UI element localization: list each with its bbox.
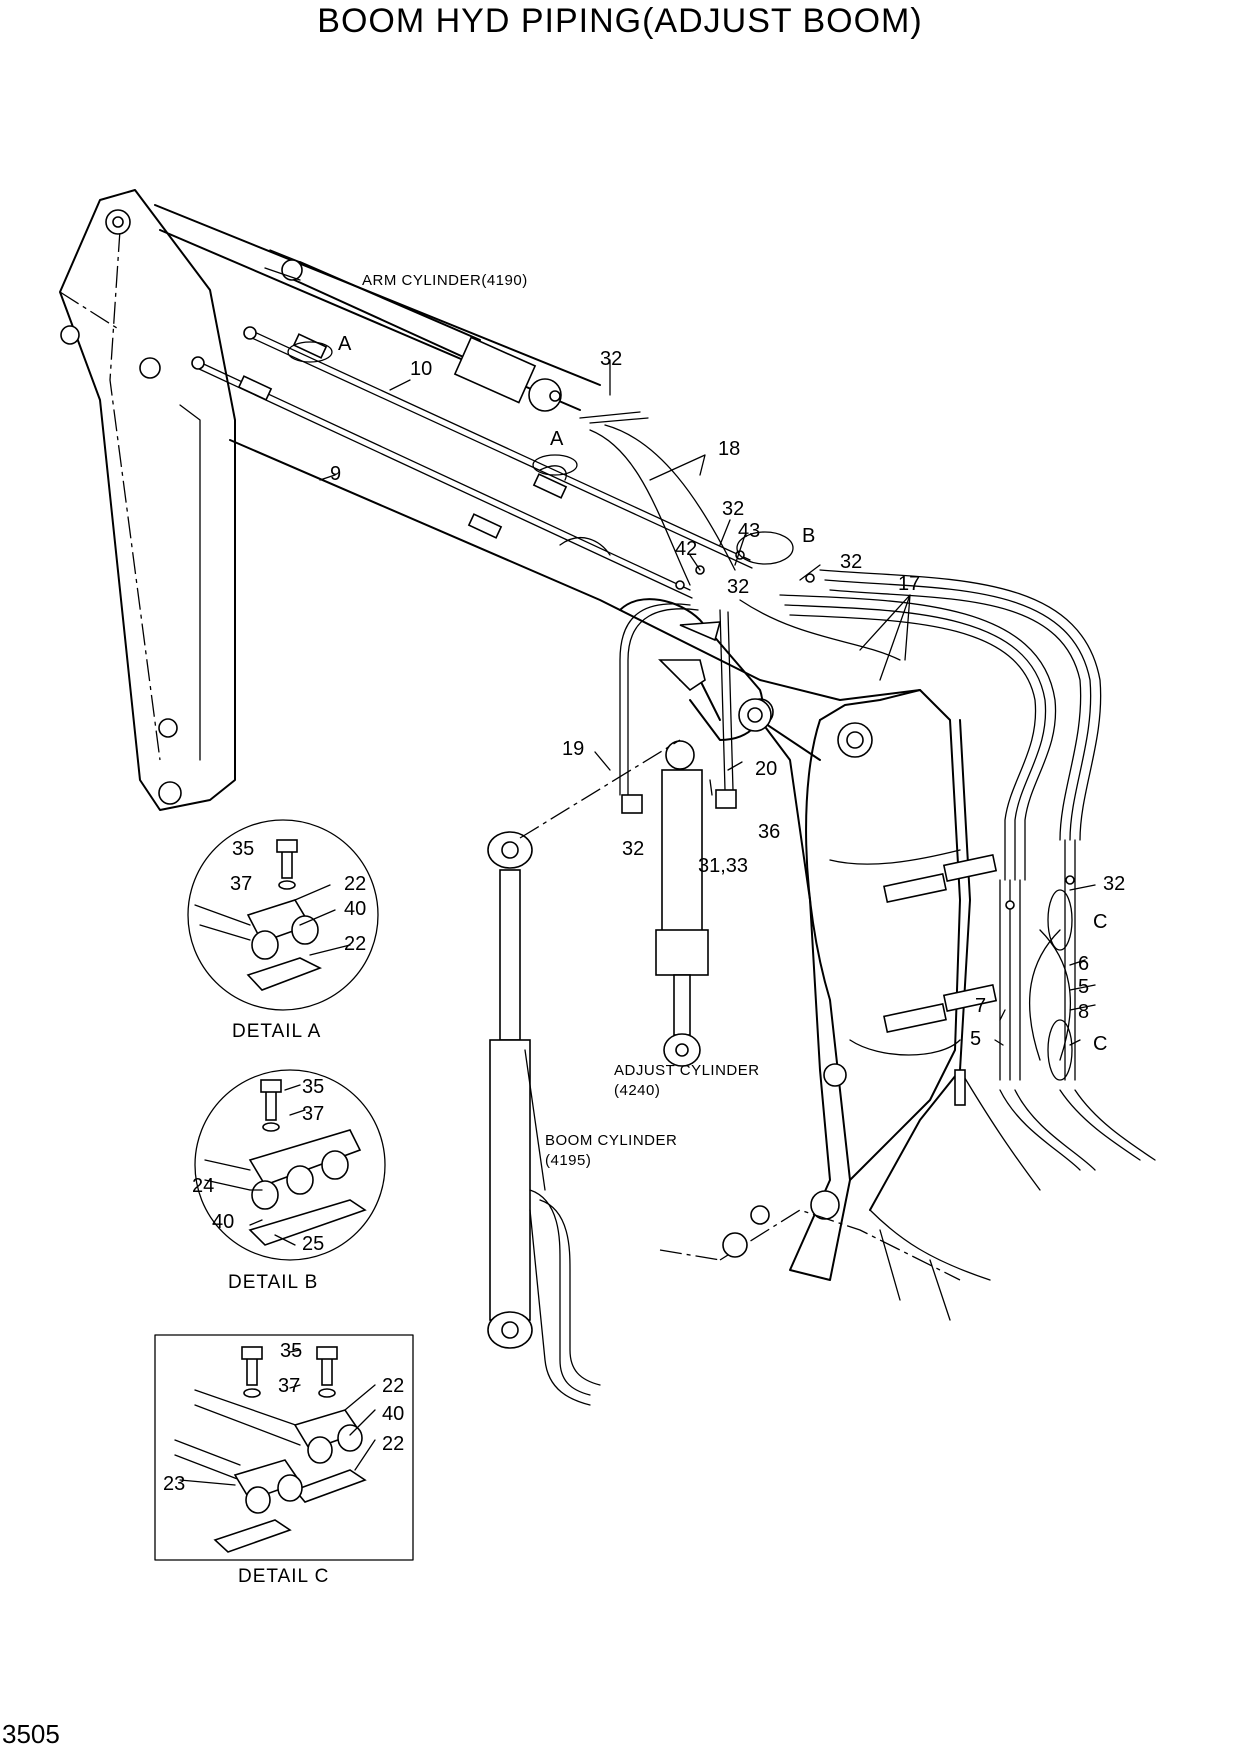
callout-b: B xyxy=(802,525,815,547)
page-number: 3505 xyxy=(2,1719,60,1749)
detail-a-callout-22-top: 22 xyxy=(344,873,366,895)
callout-32-mid: 32 xyxy=(722,498,744,520)
detail-a-callout-35: 35 xyxy=(232,838,254,860)
callout-19: 19 xyxy=(562,738,584,760)
callout-5-left: 5 xyxy=(970,1028,981,1050)
detail-b-callout-35: 35 xyxy=(302,1076,324,1098)
adjust-cylinder-label: ADJUST CYLINDER xyxy=(614,1062,760,1079)
detail-a-callout-22-bottom: 22 xyxy=(344,933,366,955)
boom-cylinder xyxy=(487,739,681,1406)
detail-a-callout-37: 37 xyxy=(230,873,252,895)
detail-b-callout-25: 25 xyxy=(302,1233,324,1255)
detail-c-label: DETAIL C xyxy=(238,1566,329,1587)
callout-43: 43 xyxy=(738,520,760,542)
detail-c-callout-35: 35 xyxy=(280,1340,302,1362)
detail-b-callout-37: 37 xyxy=(302,1103,324,1125)
detail-c-callout-22-bottom: 22 xyxy=(382,1433,404,1455)
hydraulic-hoses xyxy=(549,390,1156,1171)
boom-structure xyxy=(229,439,1041,1321)
detail-b-callout-40: 40 xyxy=(212,1211,234,1233)
detail-a-callout-40: 40 xyxy=(344,898,366,920)
adjust-cylinder-mount xyxy=(559,536,772,741)
boom-cylinder-code: (4195) xyxy=(545,1152,591,1169)
callout-18: 18 xyxy=(718,438,740,460)
callout-a-upper: A xyxy=(338,333,352,355)
callout-36: 36 xyxy=(758,821,780,843)
callout-32-right: 32 xyxy=(840,551,862,573)
leader-lines xyxy=(179,359,1096,1486)
callout-42: 42 xyxy=(675,538,697,560)
adjust-cylinder-code: (4240) xyxy=(614,1082,660,1099)
callout-7: 7 xyxy=(975,995,986,1017)
callout-17: 17 xyxy=(898,573,920,595)
callout-c-lower: C xyxy=(1093,1033,1107,1055)
detail-b-view xyxy=(194,1069,386,1261)
callout-8: 8 xyxy=(1078,1001,1089,1023)
callout-32-left: 32 xyxy=(727,576,749,598)
detail-b-callout-24: 24 xyxy=(192,1175,214,1197)
adjust-cylinder xyxy=(621,740,737,1067)
arm-cylinder-label: ARM CYLINDER(4190) xyxy=(362,272,528,289)
page-title: BOOM HYD PIPING(ADJUST BOOM) xyxy=(317,2,923,40)
arm-pipes xyxy=(139,326,753,599)
callout-32-adjust: 32 xyxy=(622,838,644,860)
detail-c-callout-23: 23 xyxy=(163,1473,185,1495)
detail-a-label: DETAIL A xyxy=(232,1021,321,1042)
callout-5-right: 5 xyxy=(1078,976,1089,998)
callout-10: 10 xyxy=(410,358,432,380)
callout-9: 9 xyxy=(330,463,341,485)
callout-31-33: 31,33 xyxy=(698,855,748,877)
callout-c-upper: C xyxy=(1093,911,1107,933)
detail-a-view xyxy=(187,819,379,1011)
callout-20: 20 xyxy=(755,758,777,780)
callout-32-boom: 32 xyxy=(1103,873,1125,895)
boom-cylinder-label: BOOM CYLINDER xyxy=(545,1132,677,1149)
detail-c-view xyxy=(154,1334,414,1561)
callout-6: 6 xyxy=(1078,953,1089,975)
callout-a-lower: A xyxy=(550,428,564,450)
arm-cylinder xyxy=(264,249,562,412)
callout-32-top: 32 xyxy=(600,348,622,370)
detail-b-label: DETAIL B xyxy=(228,1272,318,1293)
detail-c-callout-22-top: 22 xyxy=(382,1375,404,1397)
detail-c-callout-37: 37 xyxy=(278,1375,300,1397)
detail-c-callout-40: 40 xyxy=(382,1403,404,1425)
